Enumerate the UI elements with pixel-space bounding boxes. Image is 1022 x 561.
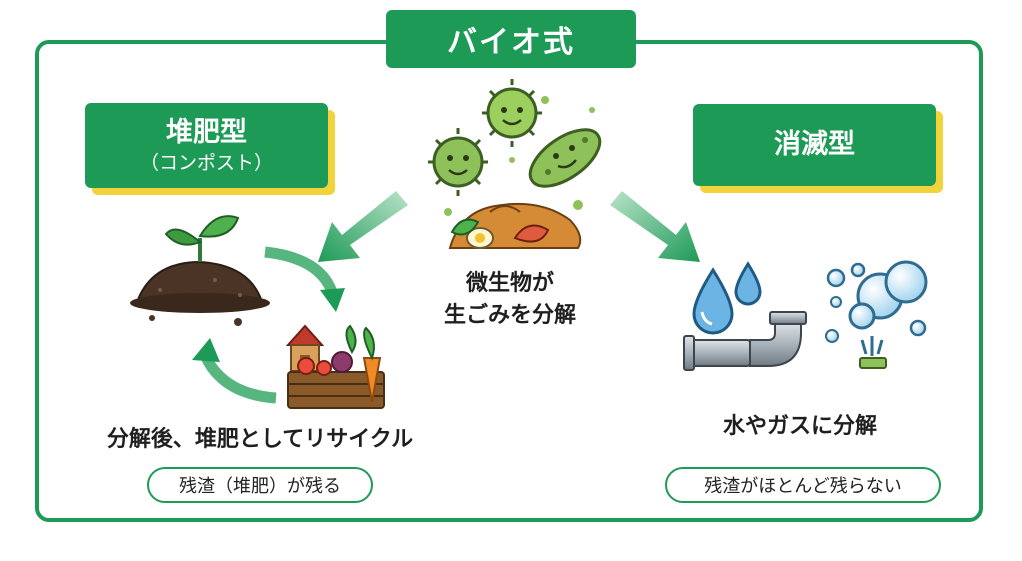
microbe-top [482, 79, 542, 147]
compost-type-title: 堆肥型 [166, 116, 247, 148]
sprout-soil-icon [130, 215, 270, 326]
farm-vegetables-icon [285, 324, 385, 409]
disappearing-type-title: 消滅型 [774, 129, 855, 160]
microbe-left [428, 128, 488, 196]
microbe-right [528, 128, 602, 188]
water-pipe-icon [683, 261, 807, 371]
center-caption-line2: 生ごみを分解 [443, 303, 576, 328]
right-flow-arrow [610, 191, 700, 262]
cycle-arrows-icon [192, 246, 345, 404]
compost-caption: 分解後、堆肥としてリサイクル [106, 427, 414, 452]
center-caption-line1: 微生物が [465, 271, 554, 296]
microbes-food-waste-icon [428, 79, 602, 249]
compost-type-label: 堆肥型 （コンポスト） [85, 103, 328, 188]
title-text: バイオ式 [447, 25, 575, 60]
disappearing-residue-pill: 残渣がほとんど残らない [665, 467, 941, 503]
center-caption: 微生物が 生ごみを分解 [430, 268, 590, 332]
gas-bubbles-icon [825, 260, 928, 369]
compost-residue-pill: 残渣（堆肥）が残る [147, 467, 373, 503]
compost-type-subtitle: （コンポスト） [139, 151, 273, 174]
left-flow-arrow [318, 191, 408, 262]
disappearing-type-label: 消滅型 [693, 104, 936, 186]
title-badge: バイオ式 [386, 10, 636, 68]
disappearing-caption: 水やガスに分解 [722, 414, 877, 439]
food-waste-pile [448, 202, 582, 249]
